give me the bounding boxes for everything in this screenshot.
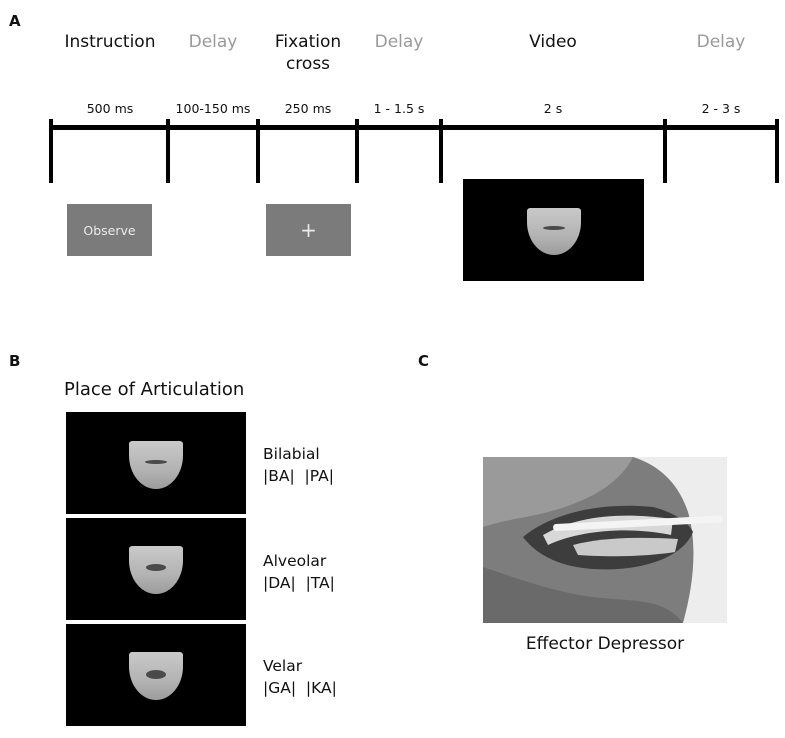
lower-face-image <box>129 652 183 700</box>
phase-delay-1: Delay <box>188 32 238 52</box>
panel-label-c: C <box>418 352 430 370</box>
bilabial-name: Bilabial <box>263 445 320 463</box>
timeline-tick <box>775 119 779 183</box>
effector-depressor-photo <box>483 457 727 623</box>
video-frame <box>463 179 644 281</box>
velar-syllables: |GA| |KA| <box>263 679 337 697</box>
phase-instruction: Instruction <box>64 32 156 52</box>
timeline-tick <box>49 119 53 183</box>
instruction-screen-text: Observe <box>83 222 136 238</box>
effector-depressor-caption: Effector Depressor <box>525 634 685 654</box>
alveolar-label: Alveolar |DA| |TA| <box>263 550 335 594</box>
lower-face-image <box>527 208 581 255</box>
duration-video: 2 s <box>543 101 563 116</box>
bilabial-label: Bilabial |BA| |PA| <box>263 443 334 487</box>
phase-video: Video <box>529 32 577 52</box>
velar-label: Velar |GA| |KA| <box>263 655 337 699</box>
duration-delay-3: 2 - 3 s <box>701 101 741 116</box>
duration-delay-1: 100-150 ms <box>175 101 251 116</box>
duration-instruction: 500 ms <box>86 101 134 116</box>
lips-slightly-open <box>146 564 166 571</box>
lower-face-image <box>129 441 183 489</box>
stimulus-frame-bilabial <box>66 412 246 514</box>
velar-name: Velar <box>263 657 303 675</box>
stimulus-frame-velar <box>66 624 246 726</box>
duration-delay-2: 1 - 1.5 s <box>373 101 425 116</box>
timeline-tick <box>355 119 359 183</box>
phase-fixation-cross: Fixation cross <box>274 32 342 74</box>
phase-delay-2: Delay <box>374 32 424 52</box>
alveolar-name: Alveolar <box>263 552 327 570</box>
lips-closed <box>145 460 167 464</box>
timeline-tick <box>166 119 170 183</box>
fixation-cross-symbol: + <box>300 218 317 242</box>
mouth-with-depressor-image <box>483 457 727 623</box>
lips-open <box>146 670 166 679</box>
duration-fixation: 250 ms <box>284 101 332 116</box>
panel-label-b: B <box>9 352 21 370</box>
instruction-screen: Observe <box>67 204 152 256</box>
alveolar-syllables: |DA| |TA| <box>263 574 335 592</box>
lips <box>543 226 565 230</box>
panel-label-a: A <box>9 12 21 30</box>
timeline-tick <box>256 119 260 183</box>
stimulus-frame-alveolar <box>66 518 246 620</box>
timeline-tick <box>663 119 667 183</box>
timeline-tick <box>439 119 443 183</box>
place-of-articulation-title: Place of Articulation <box>64 379 245 400</box>
timeline-axis <box>49 125 779 130</box>
bilabial-syllables: |BA| |PA| <box>263 467 334 485</box>
fixation-screen: + <box>266 204 351 256</box>
phase-delay-3: Delay <box>696 32 746 52</box>
lower-face-image <box>129 546 183 594</box>
